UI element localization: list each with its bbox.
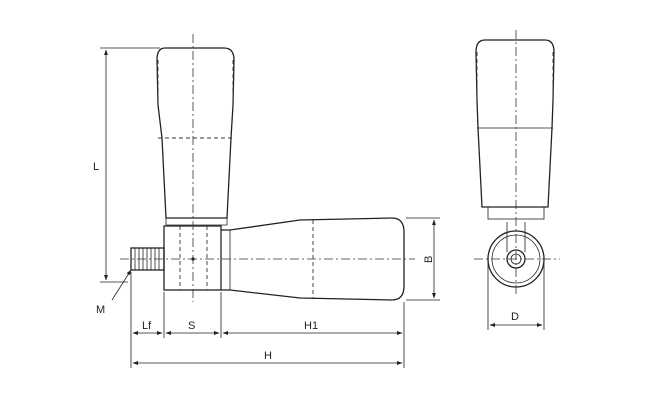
label-H: H	[264, 350, 272, 362]
label-S: S	[188, 320, 195, 332]
dimension-D: D	[487, 262, 545, 330]
side-view: D	[474, 30, 560, 330]
label-Lf: Lf	[142, 320, 152, 332]
dimension-H: H	[132, 350, 403, 365]
dimension-H1: H1	[222, 320, 403, 335]
label-H1: H1	[304, 320, 318, 332]
front-view: L M Lf S H1 H	[93, 34, 440, 368]
label-B: B	[423, 256, 435, 263]
label-L: L	[93, 161, 99, 173]
dimension-Lf: Lf	[132, 320, 163, 335]
label-M: M	[96, 304, 105, 316]
side-grip	[475, 39, 555, 220]
dimension-B: B	[406, 217, 440, 301]
label-D: D	[511, 311, 519, 323]
leader-M: M	[96, 269, 132, 316]
vertical-grip	[156, 47, 235, 226]
dimension-S: S	[165, 320, 220, 335]
dimension-L: L	[93, 47, 160, 283]
